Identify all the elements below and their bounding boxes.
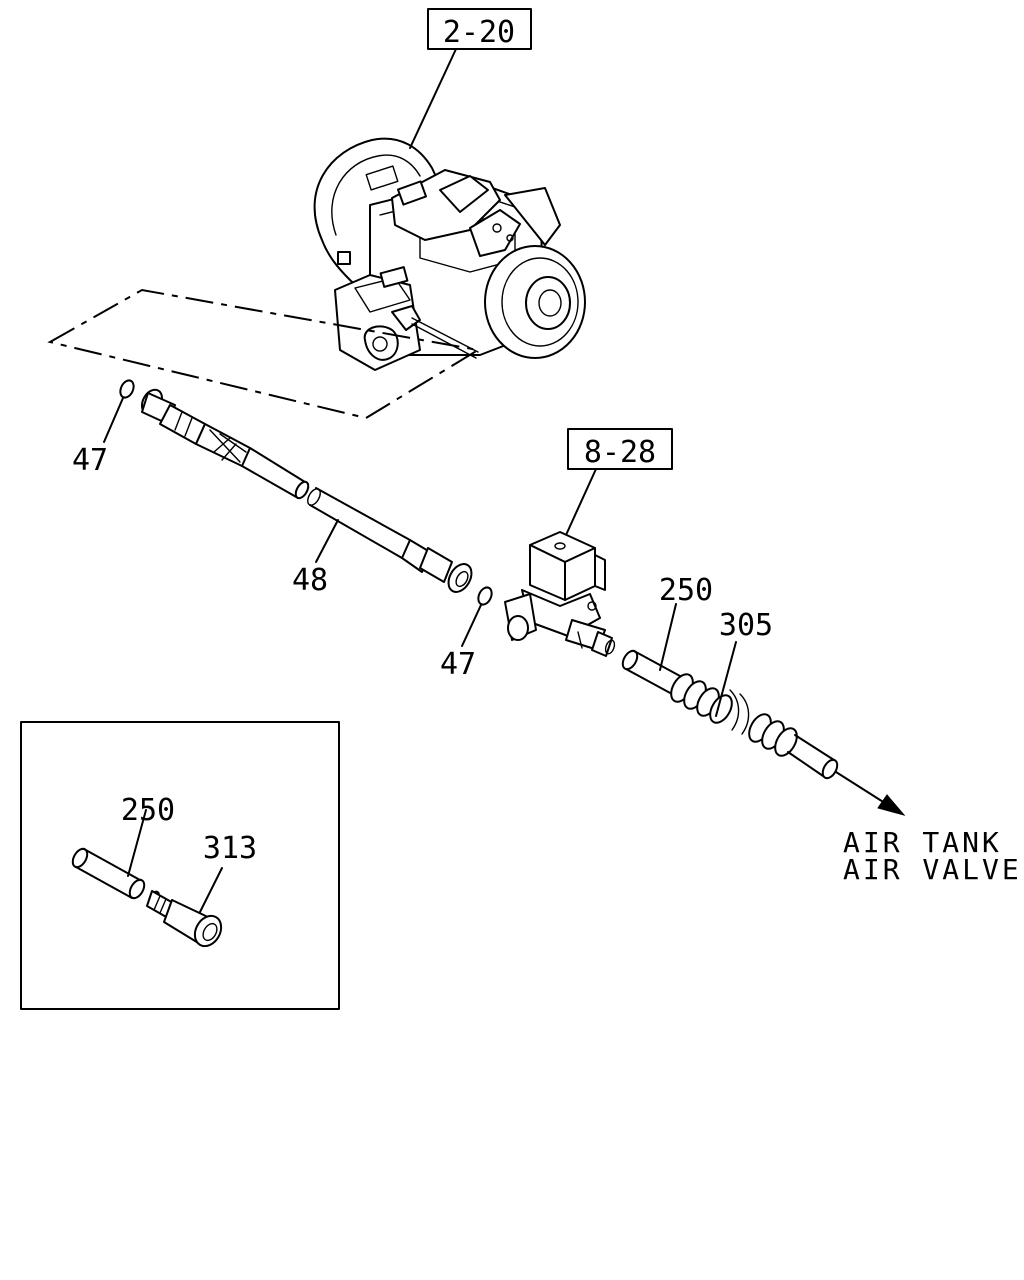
destination-air-tank: AIR TANK (843, 826, 1002, 859)
hose-assembly: 48 (140, 388, 473, 598)
reference-box-2-20: 2-20 (409, 8, 532, 149)
reference-box-8-28: 8-28 (565, 428, 673, 536)
callout-48: 48 (292, 563, 328, 598)
callout-47-top: 47 (72, 443, 108, 478)
destination-air-valve: AIR VALVE (843, 853, 1022, 886)
pipe-and-protector: 250 305 (621, 573, 906, 816)
callout-305: 305 (719, 608, 773, 643)
solenoid-valve (504, 531, 616, 657)
callout-250-main: 250 (659, 573, 713, 608)
callout-250-inset: 250 (121, 793, 175, 828)
o-ring-top: 47 (72, 379, 135, 478)
o-ring-bottom: 47 (440, 586, 493, 682)
callout-47-bottom: 47 (440, 647, 476, 682)
callout-313: 313 (203, 831, 257, 866)
destination-label: AIR TANK AIR VALVE (843, 826, 1022, 886)
transmission-assembly (313, 137, 586, 371)
reference-8-28-label: 8-28 (584, 435, 656, 470)
connection-box-dashed (47, 288, 481, 420)
reference-2-20-label: 2-20 (443, 15, 515, 50)
inset-box: 250 313 (20, 721, 340, 1010)
